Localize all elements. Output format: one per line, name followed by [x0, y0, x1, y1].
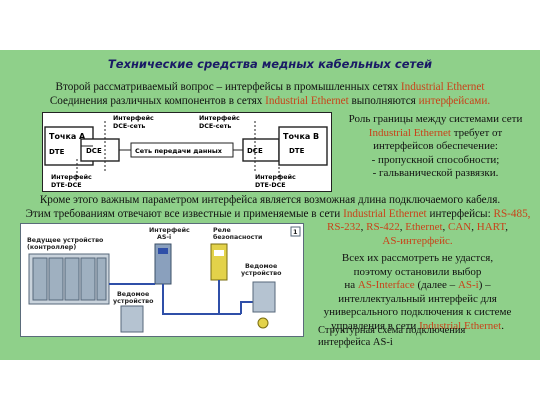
slide-title: Технические средства медных кабельных се…	[107, 57, 433, 71]
interfaces-line: универсального подключения к системе	[323, 306, 512, 318]
asi-module-led	[158, 248, 168, 254]
asi-diagram-svg: Ведущее устройство (контроллер) Интерфей…	[27, 226, 301, 333]
mid-text: Этим требованиям отвечают все известные …	[25, 208, 344, 220]
bottom-band	[0, 360, 540, 405]
interfaces-text: RS-232, RS-422, Ethernet, CAN, HART, AS-…	[305, 221, 530, 333]
iface-dte-b-line1: Интерфейс	[255, 173, 296, 181]
mid-text: интерфейсы:	[426, 208, 494, 220]
interfaces-line: AS-интерфейс.	[382, 234, 453, 247]
iface-dce-b-line1: Интерфейс	[199, 114, 240, 122]
relay-module-window	[214, 250, 224, 256]
mid-line-2: Этим требованиям отвечают все известные …	[8, 208, 540, 220]
slave-a-label-1: Ведомое	[117, 291, 149, 298]
slave-a-label-2: устройство	[113, 297, 154, 305]
dte-b-box	[278, 126, 328, 166]
role-text-line: - пропускной способности;	[371, 153, 500, 166]
iface-dce-a-line2: DCE-сеть	[113, 123, 145, 130]
asi-diagram: Ведущее устройство (контроллер) Интерфей…	[20, 223, 304, 337]
relay-label-1: Реле	[213, 227, 231, 234]
slave-b-label-1: Ведомое	[245, 263, 277, 270]
intro-line-2: Соединения различных компонентов в сетях…	[0, 95, 540, 107]
separator: ,	[471, 221, 477, 233]
iface-dte-a-line2: DTE-DCE	[51, 182, 82, 189]
interfaces-line: поэтому остановили выбор	[353, 265, 482, 278]
mid-line-1: Кроме этого важным параметром интерфейса…	[39, 194, 501, 206]
interfaces-highlight: Industrial Ethernet	[419, 319, 502, 332]
network-label: Сеть передачи данных	[135, 147, 223, 155]
role-text-line: - гальванической развязки.	[372, 167, 499, 179]
dte-dce-diagram: Точка A DTE DCE Сеть передачи данных DCE…	[42, 112, 332, 192]
iface-name: CAN	[448, 221, 472, 233]
slave-b-device	[252, 281, 276, 313]
interfaces-line: интеллектуальный интерфейс для	[338, 292, 497, 305]
interfaces-line: управления в сети Industrial Ethernet.	[305, 320, 530, 334]
intro-text: выполняются	[348, 95, 419, 107]
interfaces-highlight: AS-i	[457, 279, 479, 291]
iface-asi-label-1: Интерфейс	[149, 226, 190, 234]
relay-label-2: безопасности	[213, 233, 262, 241]
role-text: требует от	[450, 126, 503, 139]
relay-module	[210, 243, 228, 281]
separator: ,	[442, 221, 449, 233]
intro-highlight: Industrial Ethernet	[265, 95, 349, 107]
interfaces-line: на AS-Interface (далее – AS-i) –	[305, 279, 530, 293]
caption-line: интерфейса AS-i	[318, 337, 393, 348]
intro-text: Соединения различных компонентов в сетях	[49, 95, 266, 107]
role-text-line: Роль границы между системами сети	[348, 113, 523, 125]
point-b-label: Точка B	[283, 132, 319, 141]
iface-dte-b-line2: DTE-DCE	[255, 182, 286, 189]
interfaces-text: управления в сети	[331, 319, 420, 332]
caption-line: Структурная схема подключения	[318, 325, 466, 336]
iface-asi-label-2: AS-i	[157, 234, 171, 241]
interfaces-text: ) –	[478, 279, 491, 291]
interfaces-text: (далее –	[414, 279, 458, 291]
iface-dce-a-line1: Интерфейс	[113, 114, 154, 122]
point-a-label: Точка A	[49, 132, 86, 141]
dte-b-label: DTE	[289, 147, 305, 155]
network-box	[130, 142, 234, 158]
diagram-caption: Структурная схема подключения интерфейса…	[318, 325, 508, 349]
dte-a-label: DTE	[49, 148, 65, 156]
interfaces-text: .	[501, 319, 504, 332]
dce-a-label: DCE	[86, 147, 102, 155]
intro-text: Второй рассматриваемый вопрос – интерфей…	[55, 81, 401, 93]
iface-dte-a-line1: Интерфейс	[51, 173, 92, 181]
controller-rack	[28, 253, 110, 305]
role-text-line: интерфейсов обеспечение:	[373, 140, 498, 152]
number-label: 1	[293, 228, 298, 236]
dte-dce-diagram-svg: Точка A DTE DCE Сеть передачи данных DCE…	[44, 114, 328, 189]
mid-highlight: Industrial Ethernet	[343, 208, 427, 220]
iface-name: RS-232	[327, 221, 361, 233]
indicator-light-icon	[257, 317, 269, 329]
interfaces-line: Всех их рассмотреть не удастся,	[341, 252, 494, 264]
interfaces-highlight: AS-Interface	[357, 279, 415, 291]
interfaces-text: на	[344, 279, 358, 291]
iface-name: HART	[476, 221, 506, 233]
master-label-2: (контроллер)	[27, 244, 76, 251]
top-band	[0, 0, 540, 50]
slave-a-device	[120, 305, 144, 333]
intro-highlight: интерфейсами.	[418, 95, 491, 107]
role-highlight: Industrial Ethernet	[368, 126, 451, 139]
number-box	[290, 226, 301, 237]
separator: ,	[399, 221, 406, 233]
role-text: Роль границы между системами сети Indust…	[333, 113, 538, 181]
iface-dce-b-line2: DCE-сеть	[199, 123, 231, 130]
master-label-1: Ведущее устройство	[27, 236, 104, 244]
slave-b-label-2: устройство	[241, 269, 282, 277]
mid-highlight: RS-485,	[493, 208, 531, 220]
iface-name: Ethernet	[405, 221, 443, 233]
bus-main	[162, 284, 241, 315]
intro-line-1: Второй рассматриваемый вопрос – интерфей…	[0, 81, 540, 93]
role-text-line: Industrial Ethernet требует от	[333, 127, 538, 141]
separator: ,	[360, 221, 367, 233]
iface-name: RS-422	[366, 221, 400, 233]
separator: ,	[505, 221, 508, 233]
interfaces-line: RS-232, RS-422, Ethernet, CAN, HART,	[305, 221, 530, 235]
intro-highlight: Industrial Ethernet	[400, 81, 485, 93]
